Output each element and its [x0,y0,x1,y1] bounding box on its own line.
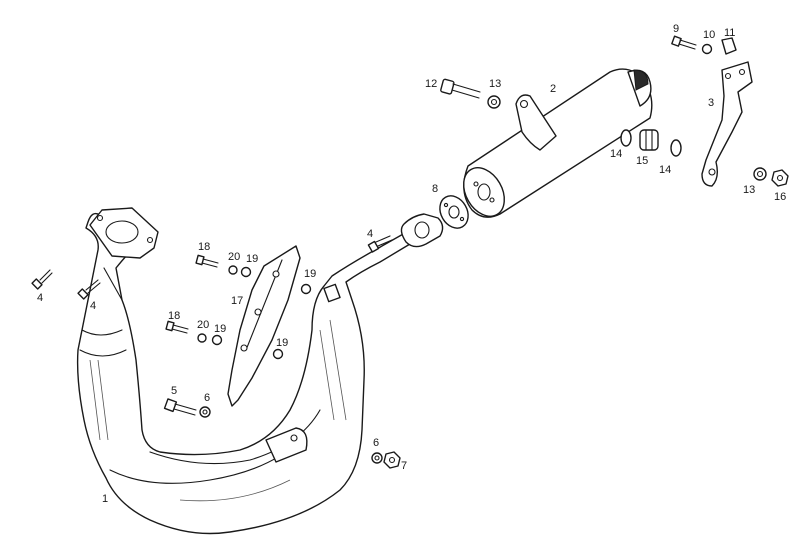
callout-20-upper: 20 [228,251,240,263]
callout-19-d: 19 [276,337,288,349]
callout-13-top: 13 [489,78,501,90]
callout-19-a: 19 [246,253,258,265]
callout-10: 10 [703,29,715,41]
callout-6-left: 6 [204,392,210,404]
callout-14-left: 14 [610,148,622,160]
washer-part-14a [620,129,632,147]
callout-19-c: 19 [304,268,316,280]
callout-8: 8 [432,183,438,195]
bolt-part-18a [195,254,219,268]
washer-part-19a [240,266,252,278]
bolt-part-12 [440,78,481,99]
rear-bracket-part-3 [701,61,753,187]
callout-15: 15 [636,155,648,167]
callout-2: 2 [550,83,556,95]
washer-part-20a [228,265,238,275]
washers [197,43,767,464]
callout-14-right: 14 [659,164,671,176]
callout-16: 16 [774,191,786,203]
header-pipe-part-1 [76,207,444,535]
callout-4-outlet: 4 [367,228,373,240]
washer-part-19c [300,283,312,295]
nuts [383,37,789,469]
callout-labels: 1 2 3 4 4 4 5 6 6 7 8 9 10 11 12 13 13 1… [37,23,786,505]
callout-6-right: 6 [373,437,379,449]
silencer-part-2 [463,68,653,218]
callout-11: 11 [724,27,735,39]
bolt-part-9 [671,35,697,50]
callout-4-left: 4 [37,292,43,304]
callout-17: 17 [231,295,243,307]
washer-part-10 [701,43,713,55]
washer-part-20b [197,333,207,343]
grommet-part-15 [639,129,659,151]
callout-5: 5 [171,385,177,397]
callout-7: 7 [401,460,407,472]
callout-9: 9 [673,23,679,35]
bolt-part-4b [77,279,101,300]
washer-part-19d [272,348,284,360]
callout-3: 3 [708,97,714,109]
washer-part-19b [211,334,223,346]
gasket-part-8 [439,195,469,229]
bolt-part-5 [163,398,197,416]
callout-1: 1 [102,493,108,505]
washer-part-14b [670,139,682,157]
callout-18-lower: 18 [168,310,180,322]
clip-nut-part-11 [721,37,737,55]
callout-19-b: 19 [214,323,226,335]
bolt-part-4c [367,235,393,253]
callout-4-flange: 4 [90,300,96,312]
heat-shield-part-17 [227,245,301,407]
bolt-part-18b [165,320,189,334]
callout-13-right: 13 [743,184,755,196]
bolts [31,35,697,416]
callout-12: 12 [425,78,437,90]
callout-18-upper: 18 [198,241,210,253]
callout-20-lower: 20 [197,319,209,331]
bolt-part-4a [31,269,53,290]
